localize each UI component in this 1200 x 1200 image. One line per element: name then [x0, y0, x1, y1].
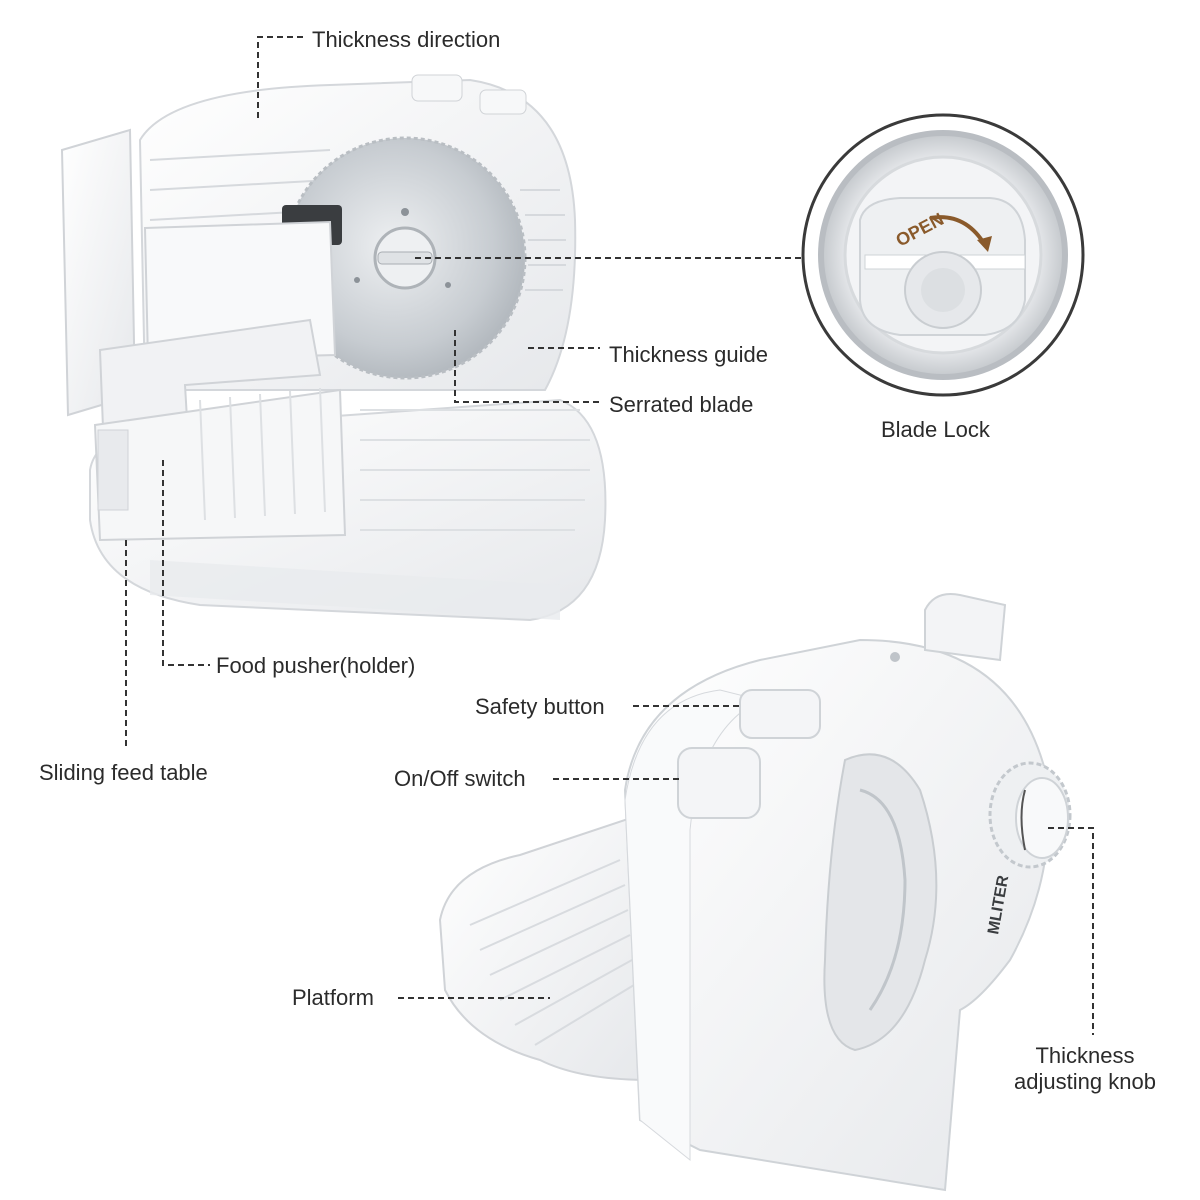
label-food-pusher: Food pusher(holder): [216, 653, 416, 678]
leader-thickness-direction: [257, 36, 305, 118]
label-thickness-knob-line2: adjusting knob: [1014, 1069, 1156, 1094]
slicer-side-view: MLITER: [438, 593, 1072, 1192]
label-platform: Platform: [292, 985, 374, 1010]
slicer-front-view: [60, 74, 607, 622]
label-thickness-knob-line1: Thickness: [1035, 1043, 1135, 1068]
leader-lines: [125, 36, 1094, 1035]
blade-lock-detail: OPEN: [801, 113, 1085, 397]
blade-opening: [823, 753, 938, 1052]
label-serrated-blade: Serrated blade: [609, 392, 754, 417]
label-safety-button: Safety button: [475, 694, 605, 719]
label-thickness-direction: Thickness direction: [312, 27, 501, 52]
on-off-switch-shape: [677, 747, 761, 819]
label-thickness-guide: Thickness guide: [609, 342, 768, 367]
thickness-knob-shape: [988, 761, 1072, 869]
label-blade-lock: Blade Lock: [881, 417, 990, 442]
safety-button-shape: [739, 689, 821, 739]
platform: [438, 813, 652, 1082]
leader-thickness-knob: [1048, 827, 1094, 1035]
label-sliding-feed-table: Sliding feed table: [39, 760, 208, 785]
leader-serrated-blade: [454, 330, 600, 403]
label-on-off-switch: On/Off switch: [394, 766, 526, 791]
leader-food-pusher: [162, 460, 210, 666]
